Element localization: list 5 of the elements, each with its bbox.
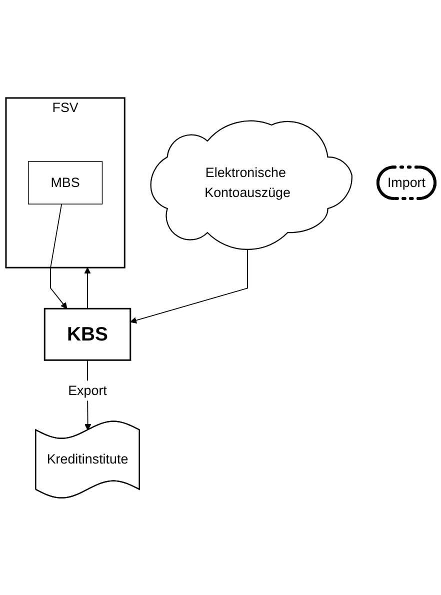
node-box: MBS — [28, 160, 103, 204]
edge-label: Export — [68, 382, 107, 398]
node-box: KBS — [44, 308, 132, 360]
arrow — [84, 266, 91, 309]
arrow — [50, 203, 68, 309]
